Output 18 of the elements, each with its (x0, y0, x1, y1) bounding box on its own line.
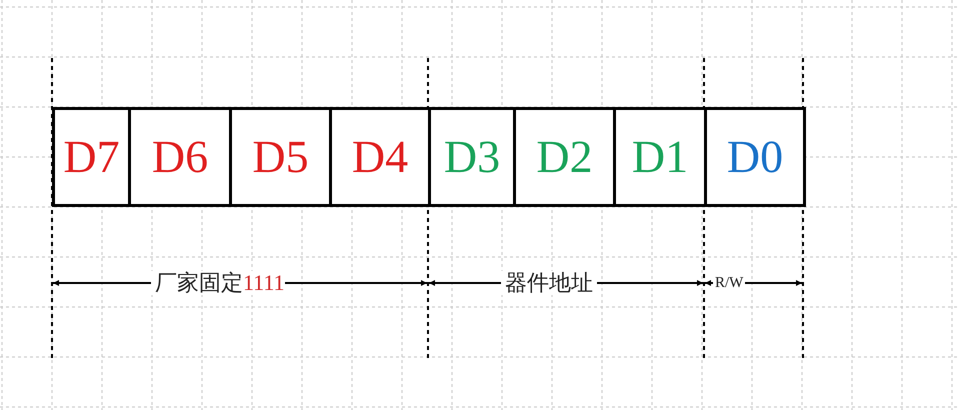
bit-cell (128, 107, 232, 207)
bit-cell (428, 107, 516, 207)
bit-label: D5 (252, 134, 309, 180)
bit-cell (329, 107, 431, 207)
bit-label: D3 (444, 134, 500, 180)
dimension-label: 器件地址 (501, 271, 597, 295)
bit-label: D0 (726, 134, 784, 180)
bit-label: D1 (632, 134, 688, 180)
bit-label: D7 (63, 134, 120, 180)
bit-cell (513, 107, 616, 207)
bit-label: D6 (152, 134, 208, 180)
bit-cell (704, 107, 806, 207)
bit-label: D4 (352, 134, 408, 180)
bit-cell (229, 107, 332, 207)
bit-label: D2 (536, 134, 593, 180)
bit-cell (52, 107, 131, 207)
bit-cell (613, 107, 707, 207)
dimension-label: 1111 (243, 271, 285, 295)
